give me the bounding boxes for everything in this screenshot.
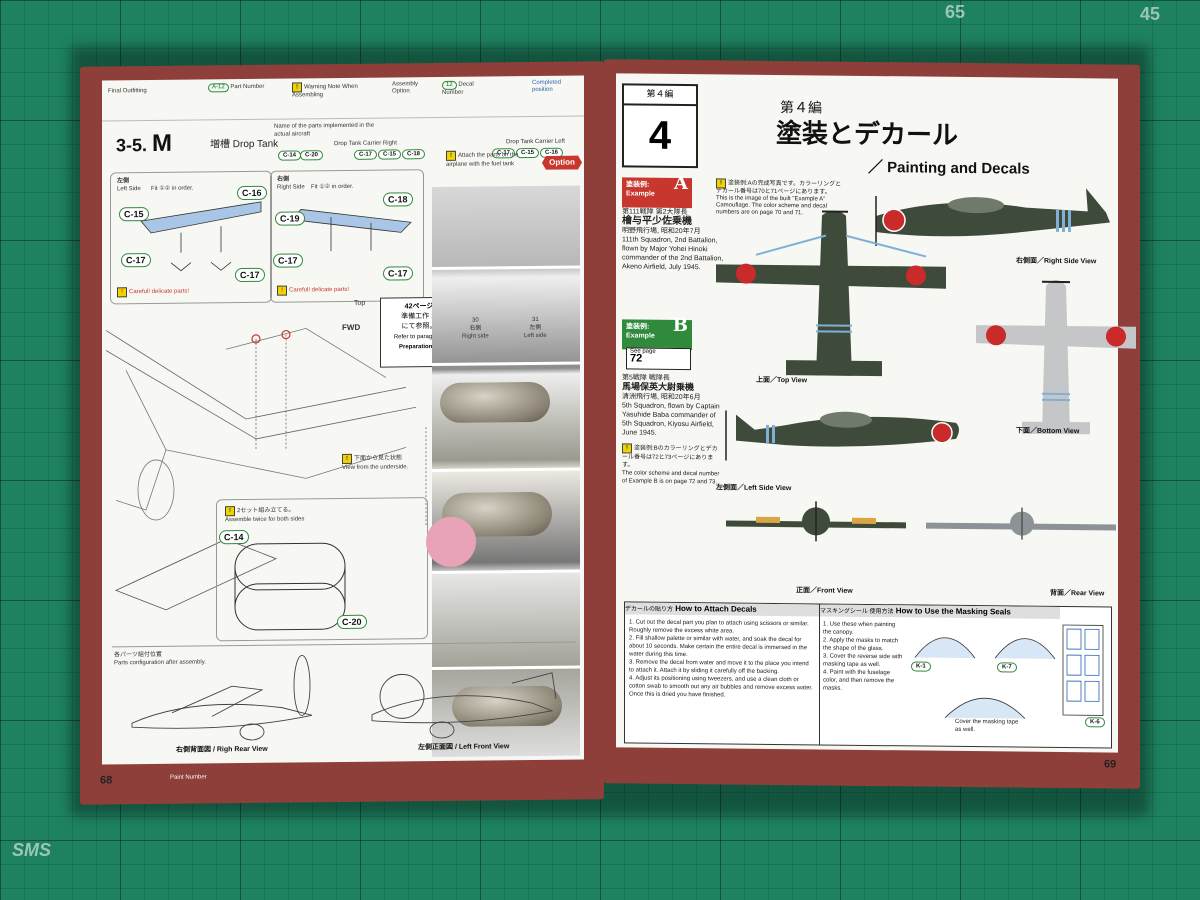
- part-callout: K-6: [1085, 717, 1105, 728]
- part-callout: C-17: [235, 267, 265, 283]
- front-left-view-label: 左側正面図 / Left Front View: [418, 743, 510, 752]
- fwd-label: FWD: [342, 322, 361, 332]
- careful-note: !Careful! delicate parts!: [117, 287, 189, 298]
- photo-divider: [432, 361, 580, 367]
- box-divider: [819, 604, 820, 745]
- aircraft-front-view: [726, 501, 906, 542]
- aircraft-top-view: [716, 210, 946, 377]
- option-tag: Option: [542, 155, 582, 169]
- part-callout: C-15: [378, 149, 402, 160]
- part-callout: C-17: [273, 253, 303, 268]
- example-b-tag: 塗装例:Example B: [622, 315, 692, 351]
- part-callout: C-18: [383, 192, 413, 207]
- header-legend-decal: 12 Decal Number: [442, 80, 474, 96]
- bottom-view-label: 下面／Bottom View: [1016, 427, 1080, 436]
- top-view-label: 上面／Top View: [756, 376, 808, 385]
- part-callout: C-17: [121, 253, 151, 268]
- step-title: 3-5. M: [116, 129, 173, 157]
- footer-paint: Paint Number: [170, 774, 207, 781]
- example-b-note: !塗装例:Bのカラーリングとデカール番号は72と73ページにあります。The c…: [622, 443, 722, 486]
- right-page-content: 第４編 4 第４編 塗装とデカール ／ Painting and Decals …: [616, 73, 1136, 753]
- right-side-view-label: 右側面／Right Side View: [1016, 257, 1097, 266]
- chapter-small-label: 第４編: [624, 85, 696, 107]
- header-legend-option: Assembly Option: [392, 81, 419, 95]
- chapter-box: 第４編 4: [622, 83, 698, 169]
- instructions-box: デカールの貼り方 How to Attach Decals 1. Cut out…: [624, 601, 1112, 749]
- after-assembly-drawings: [131, 654, 557, 741]
- careful-note: !Careful! delicate parts!: [277, 285, 349, 296]
- right-carrier-drawing: [290, 209, 412, 252]
- aircraft-bottom-view: [976, 279, 1136, 435]
- tank-photo: [440, 381, 550, 423]
- example-a-tag: 塗装例:Example A: [622, 173, 692, 209]
- left-carrier-drawing: [140, 201, 262, 272]
- carrier-right-label: Drop Tank Carrier Right: [334, 140, 397, 148]
- tank-drawing: [234, 542, 346, 631]
- left-page-content: Final Outfitting A-12 Part Number !Warni…: [102, 75, 584, 765]
- chapter-number: 4: [648, 113, 672, 158]
- part-callout: C-14: [278, 150, 302, 161]
- rear-view-label: 背面／Rear View: [1050, 589, 1105, 598]
- aircraft-illustrations: [716, 188, 1136, 542]
- part-callout: C-20: [337, 614, 367, 630]
- part-callout: C-16: [237, 185, 267, 201]
- photo-divider: [432, 569, 580, 575]
- masking-steps: 1. Use these when painting the canopy. 2…: [823, 621, 903, 692]
- decals-heading: デカールの貼り方 How to Attach Decals: [625, 602, 819, 617]
- photo-divider: [432, 467, 580, 473]
- right-page: 第４編 4 第４編 塗装とデカール ／ Painting and Decals …: [604, 59, 1140, 789]
- canopy-diagrams: [914, 624, 1104, 719]
- option-note: !Attach the parts on the airplane with t…: [446, 150, 519, 168]
- page-number: 68: [100, 774, 113, 787]
- part-callout: C-20: [300, 150, 324, 161]
- part-callout: K-7: [997, 662, 1017, 673]
- photo-divider: [432, 265, 580, 271]
- page-header: Final Outfitting A-12 Part Number !Warni…: [102, 75, 584, 122]
- tank-assembly-panel: !2セット組み立てる。Assemble twice for both sides…: [216, 497, 428, 642]
- page-number: 69: [1104, 758, 1117, 771]
- header-section: Final Outfitting: [108, 88, 147, 95]
- aircraft-right-side: [875, 188, 1110, 247]
- aircraft-rear-view: [926, 507, 1116, 540]
- example-a-description: 第111戦隊 第2大隊長 檜与平少佐乗機 明野飛行場, 昭和20年7月 111t…: [622, 208, 724, 272]
- parts-note: Name of the parts implemented in the act…: [274, 122, 375, 138]
- part-callout: C-15: [119, 207, 149, 222]
- part-callout: K-1: [911, 661, 931, 672]
- part-callout: C-19: [275, 211, 305, 226]
- left-side-view-label: 左側面／Left Side View: [716, 484, 792, 493]
- mat-number: 45: [1140, 4, 1161, 24]
- mat-number: 65: [945, 2, 966, 22]
- rear-right-view-label: 右側背面図 / Righ Rear View: [176, 745, 268, 754]
- part-callout: C-18: [402, 149, 426, 160]
- header-legend-part: A-12 Part Number: [208, 83, 264, 93]
- decals-steps: 1. Cut out the decal part you plan to at…: [629, 619, 813, 699]
- carrier-left-label: Drop Tank Carrier Left: [506, 138, 565, 146]
- part-callout: C-17: [383, 266, 413, 281]
- step-subtitle: 増槽 Drop Tank: [210, 138, 279, 151]
- aircraft-left-side: [725, 410, 959, 461]
- part-callout: C-17: [354, 149, 378, 160]
- watermark-logo: SMS: [12, 840, 52, 860]
- top-label: Top: [354, 299, 366, 307]
- example-b-description: 第5戦隊 戦隊長 馬場保英大尉乗機 清洲飛行場, 昭和20年6月 5th Squ…: [622, 374, 720, 437]
- header-legend-next: Completed position: [532, 79, 562, 94]
- header-legend-warning: !Warning Note When Assembling: [292, 82, 358, 99]
- front-view-label: 正面／Front View: [796, 587, 853, 595]
- chapter-title: 塗装とデカール: [776, 118, 959, 151]
- hinomaru-photo: [426, 516, 476, 568]
- part-callout: C-14: [219, 529, 249, 545]
- left-page: Final Outfitting A-12 Part Number !Warni…: [80, 61, 604, 805]
